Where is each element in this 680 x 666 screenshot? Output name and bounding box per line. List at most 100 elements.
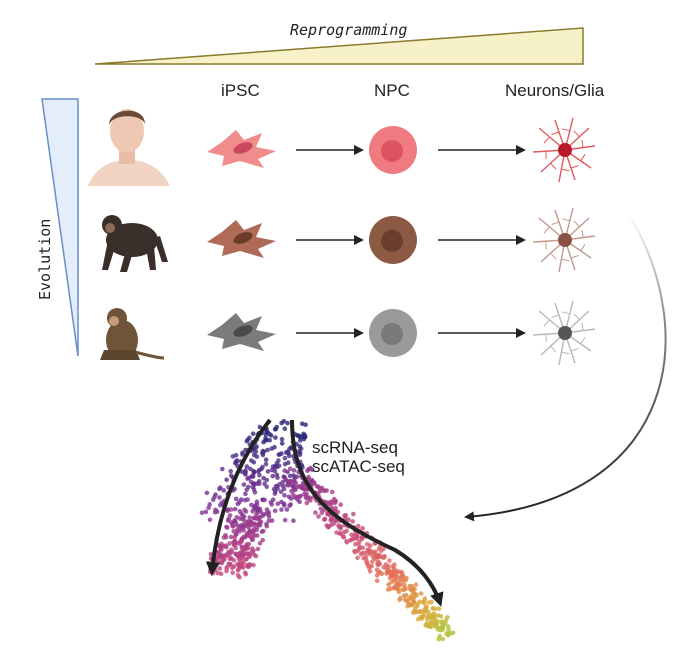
- cell-point: [373, 549, 378, 554]
- cell-point: [329, 517, 334, 522]
- cell-point: [370, 559, 375, 565]
- cell-point: [419, 616, 425, 621]
- stage-ipsc-label: iPSC: [221, 81, 260, 100]
- cell-point: [253, 512, 259, 517]
- cell-point: [262, 497, 267, 503]
- stage-neurons-label: Neurons/Glia: [505, 81, 605, 100]
- cell-point: [224, 568, 229, 574]
- cell-point: [420, 609, 426, 614]
- cell-point: [247, 529, 252, 535]
- cell-point: [411, 610, 416, 616]
- umap-scatter: [199, 418, 456, 642]
- reprogramming-label: Reprogramming: [290, 21, 408, 39]
- species-row: [207, 207, 596, 273]
- cell-point: [288, 502, 294, 507]
- cell-point: [291, 468, 297, 473]
- cell-point: [424, 604, 429, 610]
- cell-point: [362, 550, 367, 556]
- ipsc-nucleus: [233, 232, 253, 244]
- cell-point: [394, 584, 400, 589]
- cell-point: [365, 561, 370, 566]
- cell-point: [381, 555, 387, 560]
- cell-point: [446, 627, 451, 632]
- cell-point: [220, 466, 225, 472]
- neuron-branch: [561, 128, 570, 132]
- cell-point: [239, 497, 244, 502]
- trajectory-arrow-left: [205, 418, 272, 576]
- cell-point: [285, 460, 291, 466]
- cell-point: [218, 545, 223, 550]
- neuron-branch: [581, 323, 584, 331]
- cell-point: [425, 614, 431, 619]
- cell-point: [306, 474, 311, 480]
- cell-point: [388, 586, 393, 591]
- cell-point: [360, 545, 366, 551]
- cell-point: [436, 613, 441, 618]
- cell-point: [251, 470, 257, 475]
- cell-point: [422, 601, 427, 606]
- cell-point: [284, 507, 290, 512]
- cell-point: [286, 494, 292, 500]
- cell-point: [440, 636, 446, 642]
- cell-point: [254, 444, 259, 449]
- cell-point: [246, 484, 251, 490]
- cell-point: [242, 507, 247, 513]
- cell-point: [291, 479, 296, 485]
- cell-point: [291, 518, 296, 523]
- cell-point: [207, 502, 212, 507]
- cell-point: [224, 524, 229, 530]
- cell-point: [246, 541, 252, 547]
- cell-point: [332, 500, 338, 506]
- cell-point: [249, 521, 254, 526]
- cell-point: [224, 477, 229, 483]
- cell-point: [355, 555, 360, 561]
- cell-rows: [207, 117, 596, 366]
- neuron-branch: [550, 252, 557, 260]
- neuron-branch: [543, 319, 550, 327]
- cell-point: [282, 468, 287, 473]
- cell-point: [312, 481, 317, 486]
- cell-point: [298, 446, 304, 451]
- cell-point: [279, 420, 284, 426]
- cell-point: [266, 509, 271, 515]
- cell-point: [409, 588, 414, 593]
- cell-point: [279, 507, 284, 512]
- cell-point: [219, 560, 225, 566]
- cell-point: [249, 502, 254, 508]
- cell-point: [289, 488, 294, 494]
- cell-point: [278, 489, 284, 495]
- cell-point: [412, 591, 418, 597]
- cell-point: [379, 571, 385, 576]
- scatac-seq-label: scATAC-seq: [312, 457, 405, 476]
- neuron-branch: [551, 131, 560, 135]
- cell-point: [367, 548, 373, 554]
- cell-point: [417, 599, 422, 604]
- cell-point: [344, 539, 349, 544]
- cell-point: [282, 426, 288, 432]
- cell-point: [317, 486, 323, 491]
- cell-point: [439, 619, 445, 624]
- cell-point: [338, 502, 344, 508]
- cell-point: [257, 541, 263, 546]
- neuron-branch: [543, 226, 550, 234]
- cell-point: [269, 467, 275, 473]
- neuron-branch: [561, 311, 570, 315]
- cell-point: [232, 534, 238, 540]
- species-row: [207, 300, 596, 366]
- cell-point: [248, 466, 253, 472]
- cell-point: [223, 553, 229, 559]
- cell-point: [316, 514, 321, 519]
- neuron-soma: [558, 233, 572, 247]
- neuron-branch: [573, 130, 580, 138]
- cell-point: [199, 510, 205, 516]
- cell-point: [244, 563, 250, 568]
- cell-point: [221, 488, 226, 493]
- cell-point: [413, 606, 418, 611]
- cell-point: [234, 515, 240, 520]
- cell-point: [341, 529, 347, 535]
- neuron-branch: [573, 220, 580, 228]
- cell-point: [305, 468, 310, 474]
- macaque-icon: [100, 308, 165, 360]
- cell-point: [447, 631, 453, 636]
